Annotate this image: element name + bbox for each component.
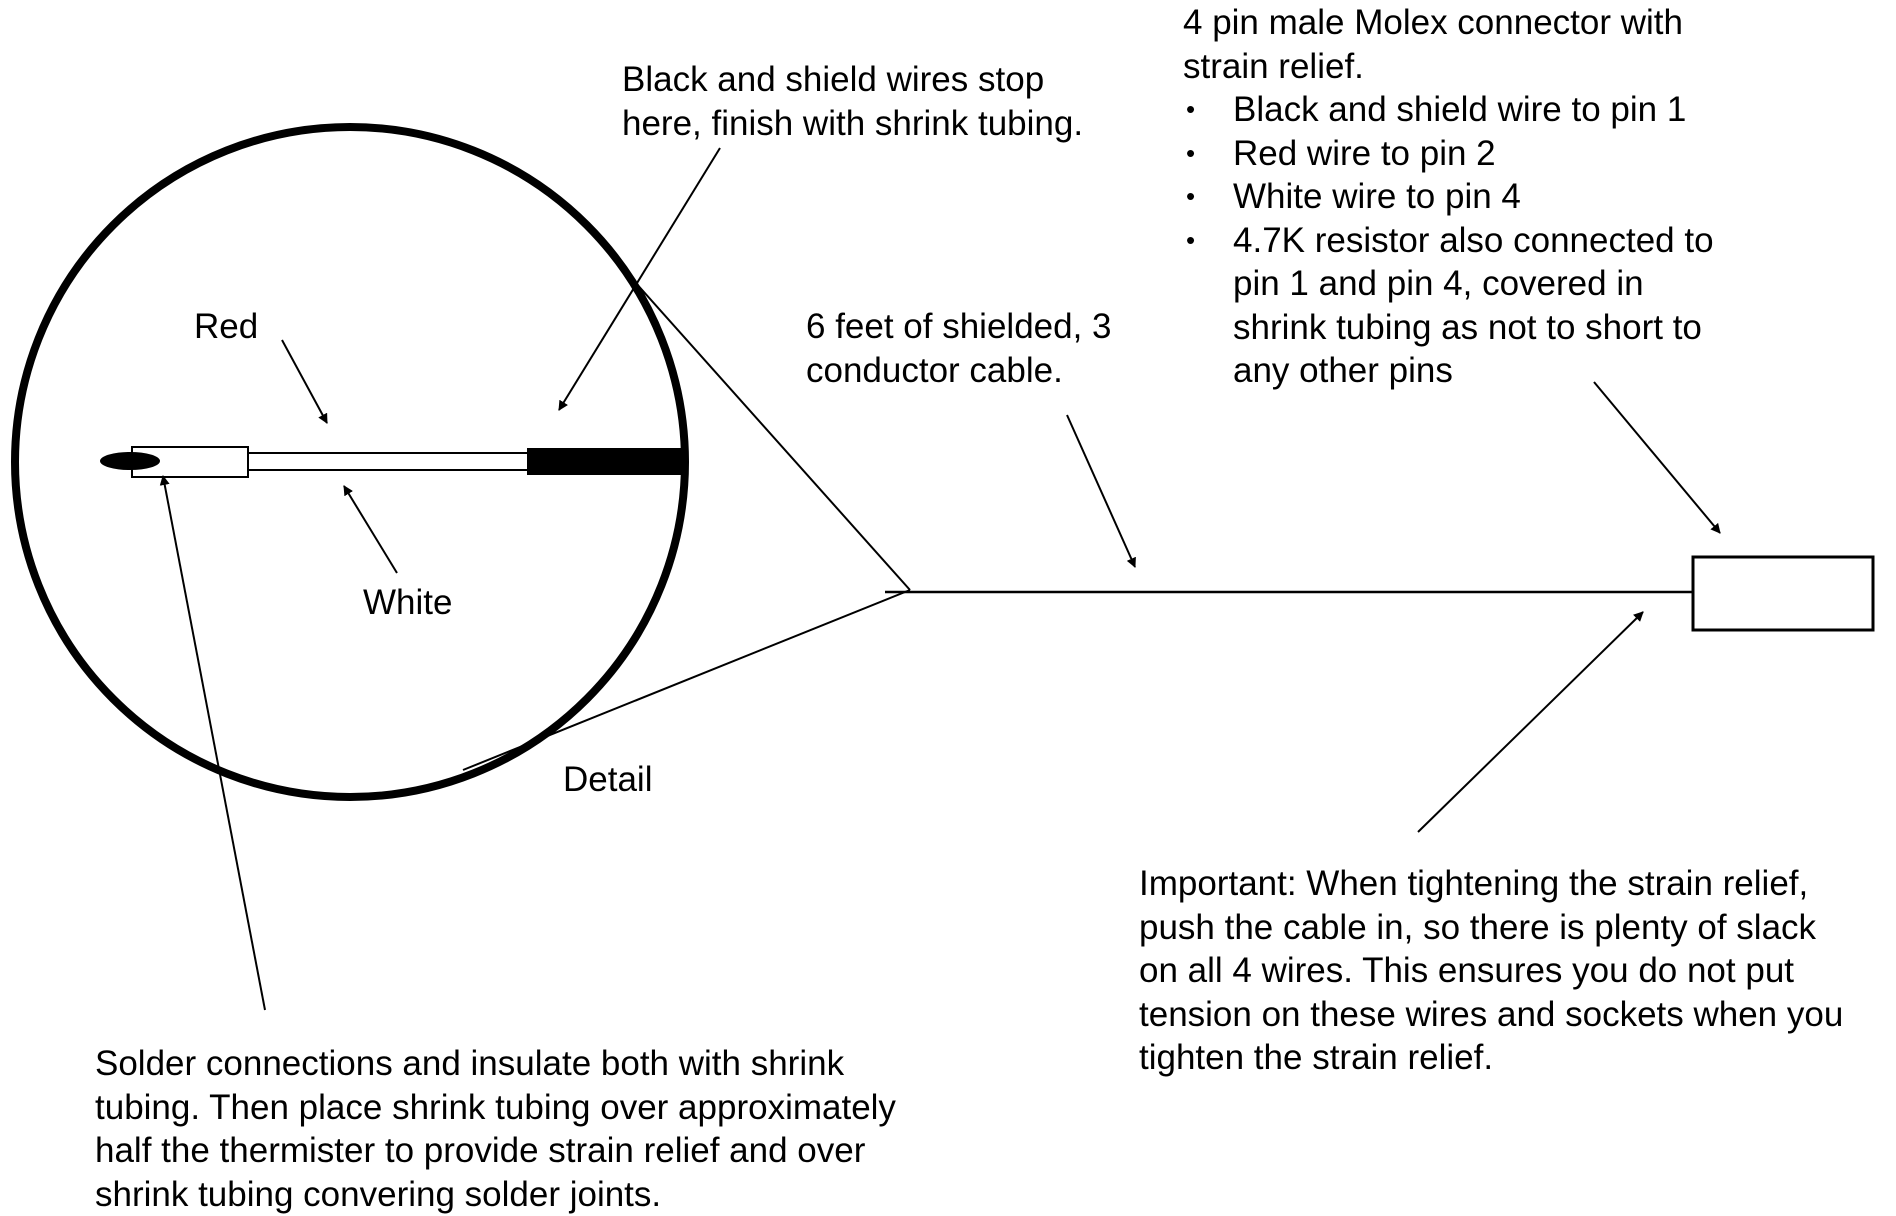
- pin-list-line: Red wire to pin 2: [1233, 132, 1714, 176]
- connector-title: 4 pin male Molex connector with strain r…: [1183, 1, 1683, 88]
- important-note-line: on all 4 wires. This ensures you do not …: [1139, 949, 1843, 993]
- black-shield-note-line: Black and shield wires stop: [622, 58, 1083, 102]
- pin-list-line: shrink tubing as not to short to: [1233, 306, 1714, 350]
- black-shield-note: Black and shield wires stop here, finish…: [622, 58, 1083, 145]
- pin-list-line: 4.7K resistor also connected to: [1233, 219, 1714, 263]
- pin-list-item: White wire to pin 4: [1183, 175, 1714, 219]
- important-note-line: tighten the strain relief.: [1139, 1036, 1843, 1080]
- shielded-jacket: [527, 448, 682, 475]
- pin-list-item: 4.7K resistor also connected to pin 1 an…: [1183, 219, 1714, 393]
- cable-note-line: conductor cable.: [806, 349, 1112, 393]
- arrow-cable: [1067, 415, 1135, 567]
- pin-list-line: any other pins: [1233, 349, 1714, 393]
- cable-note: 6 feet of shielded, 3 conductor cable.: [806, 305, 1112, 392]
- arrow-white: [344, 486, 397, 573]
- arrow-black-shield: [559, 148, 720, 410]
- connector-title-line: strain relief.: [1183, 45, 1683, 89]
- pin-list-item: Black and shield wire to pin 1: [1183, 88, 1714, 132]
- arrow-connector: [1594, 382, 1720, 533]
- solder-note-line: shrink tubing convering solder joints.: [95, 1173, 896, 1216]
- cable-note-line: 6 feet of shielded, 3: [806, 305, 1112, 349]
- pin-list-line: pin 1 and pin 4, covered in: [1233, 262, 1714, 306]
- arrow-important: [1418, 612, 1643, 832]
- pin-list-item: Red wire to pin 2: [1183, 132, 1714, 176]
- solder-note-line: half the thermister to provide strain re…: [95, 1129, 896, 1173]
- label-detail: Detail: [563, 758, 652, 802]
- thermister-assembly: [100, 447, 682, 477]
- pin-list-line: Black and shield wire to pin 1: [1233, 88, 1714, 132]
- pin-list-line: White wire to pin 4: [1233, 175, 1714, 219]
- molex-connector: [1693, 557, 1873, 630]
- solder-note-line: Solder connections and insulate both wit…: [95, 1042, 896, 1086]
- connector-title-line: 4 pin male Molex connector with: [1183, 1, 1683, 45]
- arrow-red: [282, 340, 327, 423]
- important-note-line: push the cable in, so there is plenty of…: [1139, 906, 1843, 950]
- label-red: Red: [194, 305, 258, 349]
- solder-note-line: tubing. Then place shrink tubing over ap…: [95, 1086, 896, 1130]
- label-white: White: [363, 581, 452, 625]
- arrow-solder: [163, 476, 265, 1010]
- black-shield-note-line: here, finish with shrink tubing.: [622, 102, 1083, 146]
- connector-pin-list: Black and shield wire to pin 1 Red wire …: [1183, 88, 1714, 393]
- detail-zoom-line-lower: [463, 590, 910, 770]
- thermister-bead: [100, 452, 160, 470]
- solder-note: Solder connections and insulate both wit…: [95, 1042, 896, 1216]
- important-note: Important: When tightening the strain re…: [1139, 862, 1843, 1080]
- important-note-line: Important: When tightening the strain re…: [1139, 862, 1843, 906]
- important-note-line: tension on these wires and sockets when …: [1139, 993, 1843, 1037]
